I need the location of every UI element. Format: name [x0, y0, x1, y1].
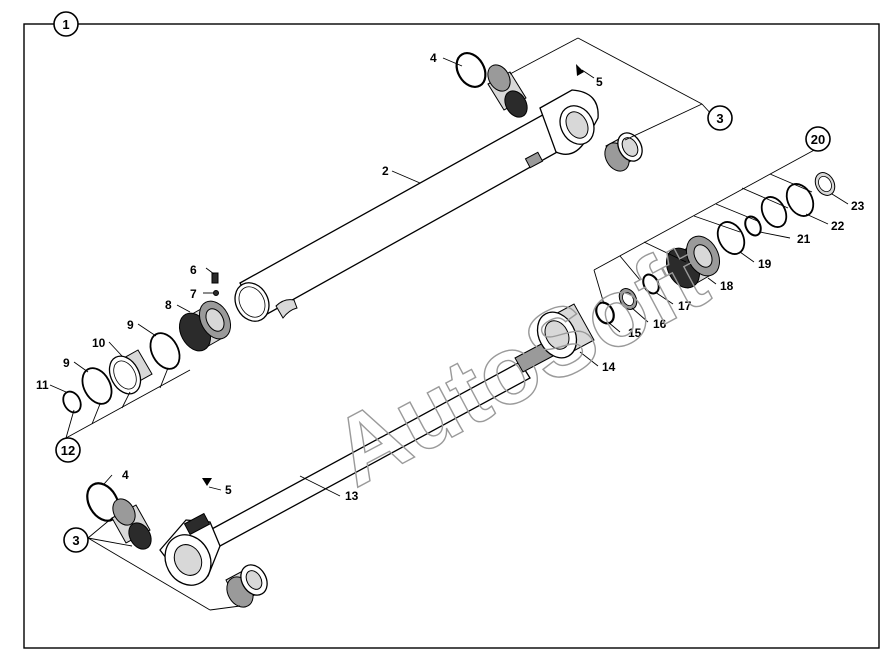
label-5-top: 5: [596, 75, 603, 89]
label-15: 15: [628, 326, 642, 340]
callout-3-bottom[interactable]: 3: [63, 527, 89, 553]
label-6: 6: [190, 263, 197, 277]
label-18: 18: [720, 279, 734, 293]
label-21: 21: [797, 232, 811, 246]
label-2: 2: [382, 164, 389, 178]
rod-part[interactable]: [156, 341, 554, 593]
label-13: 13: [345, 489, 359, 503]
label-7: 7: [190, 287, 197, 301]
callout-3-top-label: 3: [716, 111, 723, 126]
callout-20[interactable]: 20: [805, 126, 831, 152]
callout-3-bottom-label: 3: [72, 533, 79, 548]
diagram-frame: [23, 23, 880, 649]
callout-1-label: 1: [62, 17, 69, 32]
label-8: 8: [165, 298, 172, 312]
label-14: 14: [602, 360, 616, 374]
label-22: 22: [831, 219, 845, 233]
label-4-bottom: 4: [122, 468, 129, 482]
label-10: 10: [92, 336, 106, 350]
top-bushing-kit[interactable]: [451, 48, 647, 176]
callout-12[interactable]: 12: [55, 437, 81, 463]
label-23: 23: [851, 199, 865, 213]
callout-20-label: 20: [811, 132, 825, 147]
callout-12-label: 12: [61, 443, 75, 458]
label-11: 11: [36, 378, 49, 392]
label-9-upper: 9: [127, 318, 134, 332]
gland-group[interactable]: [530, 169, 839, 364]
label-5-bottom: 5: [225, 483, 232, 497]
label-17: 17: [678, 299, 692, 313]
watermark-text: AutoSoft: [315, 222, 723, 507]
bottom-bushing-kit[interactable]: [81, 478, 273, 612]
barrel-part[interactable]: [228, 89, 600, 327]
label-4-top: 4: [430, 51, 437, 65]
part-labels: 2 4 5 6 7 8 9 10 9 11 4 5 13 14 15 16 17…: [36, 51, 865, 503]
leader-lines: [49, 37, 849, 611]
callout-1[interactable]: 1: [53, 11, 79, 37]
label-19: 19: [758, 257, 772, 271]
piston-group[interactable]: [60, 272, 237, 439]
label-9-lower: 9: [63, 356, 70, 370]
label-16: 16: [653, 317, 667, 331]
callout-3-top[interactable]: 3: [707, 105, 733, 131]
